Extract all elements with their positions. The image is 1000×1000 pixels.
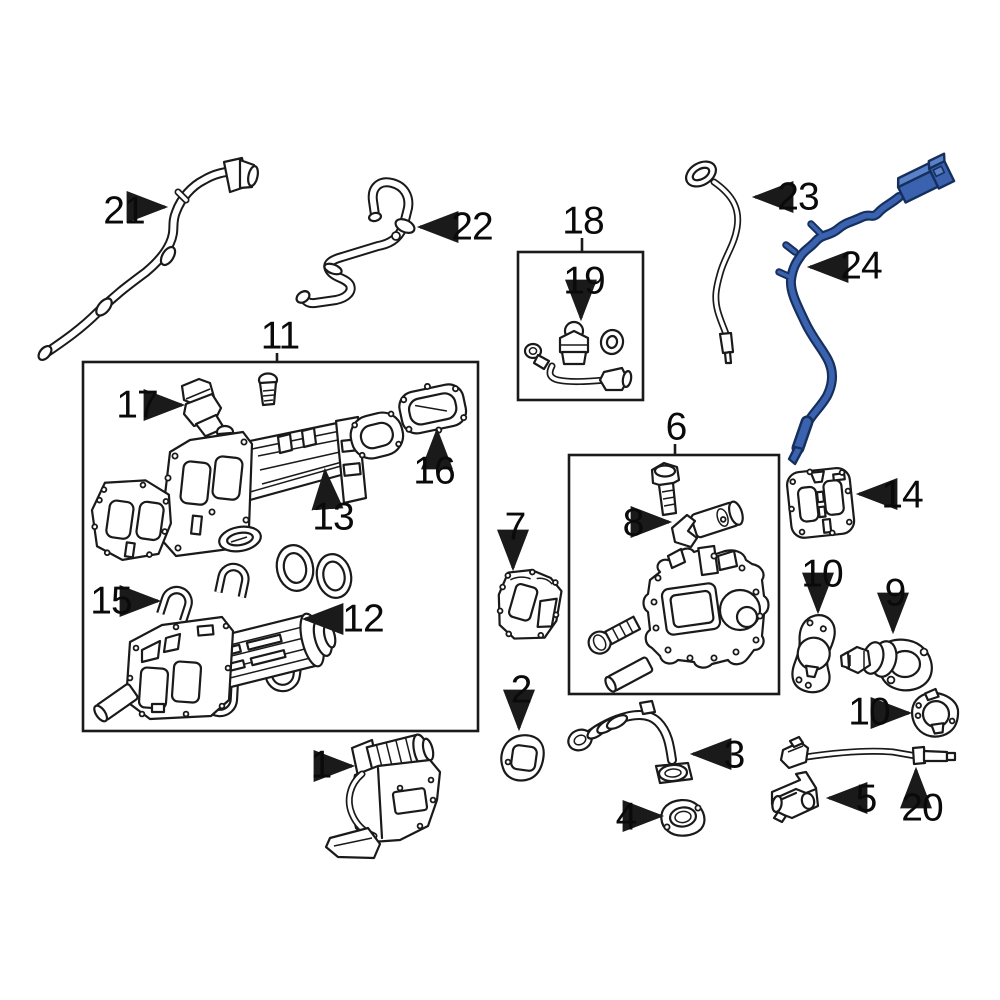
part-20-sensor[interactable] — [779, 735, 957, 770]
dowel-pin — [604, 656, 654, 693]
callout-14[interactable]: 14 — [881, 473, 923, 517]
callout-15[interactable]: 15 — [90, 579, 132, 623]
callout-5[interactable]: 5 — [855, 777, 878, 821]
gasket-4[interactable] — [660, 799, 706, 837]
callout-12[interactable]: 12 — [342, 597, 384, 641]
part-8-valve[interactable] — [670, 500, 745, 549]
callout-1[interactable]: 1 — [310, 743, 333, 787]
gasket-oval[interactable] — [346, 408, 407, 462]
callout-11[interactable]: 11 — [260, 314, 300, 358]
callout-6[interactable]: 6 — [665, 405, 688, 449]
gasket-2[interactable] — [500, 734, 545, 782]
callout-17[interactable]: 17 — [116, 383, 158, 427]
callout-24[interactable]: 24 — [840, 244, 882, 288]
callout-4[interactable]: 4 — [615, 795, 638, 839]
dowel-pin — [93, 683, 139, 723]
gasket-10-upper[interactable] — [790, 612, 838, 694]
callout-7[interactable]: 7 — [504, 505, 527, 549]
part-19-fitting[interactable] — [523, 320, 633, 392]
part-22-hose[interactable] — [294, 177, 416, 309]
callout-8[interactable]: 8 — [622, 501, 645, 545]
part-1-egr-valve[interactable] — [324, 732, 442, 860]
callout-19[interactable]: 19 — [563, 259, 605, 303]
callout-18[interactable]: 18 — [562, 199, 604, 243]
bolt-icon — [587, 615, 642, 655]
callout-13[interactable]: 13 — [312, 495, 354, 539]
arrow-13 — [311, 467, 344, 511]
part-5-bracket[interactable] — [770, 770, 820, 824]
callout-21[interactable]: 21 — [103, 189, 145, 233]
part-9-adapter[interactable] — [839, 638, 933, 692]
part-23-dipstick[interactable] — [682, 156, 742, 365]
callout-20[interactable]: 20 — [901, 786, 943, 830]
callout-10b[interactable]: 10 — [848, 690, 890, 734]
callout-arrows — [119, 181, 932, 832]
part-24-oxygen-sensor-highlighted[interactable] — [775, 152, 957, 466]
callout-22[interactable]: 22 — [451, 205, 493, 249]
callout-23[interactable]: 23 — [777, 175, 819, 219]
part-6-adapter-housing[interactable] — [642, 544, 770, 669]
seal-ring-small — [218, 525, 262, 553]
gasket-14[interactable] — [785, 465, 856, 539]
o-ring — [315, 553, 353, 599]
gasket-10-lower[interactable] — [909, 686, 961, 739]
gasket-16[interactable] — [396, 377, 470, 440]
bolt-icon — [257, 372, 279, 407]
callout-2[interactable]: 2 — [510, 668, 533, 712]
callout-10a[interactable]: 10 — [801, 552, 843, 596]
callout-3[interactable]: 3 — [723, 733, 746, 777]
o-ring — [275, 544, 315, 592]
gasket-7[interactable] — [494, 566, 563, 642]
callout-9[interactable]: 9 — [884, 571, 907, 615]
callout-16[interactable]: 16 — [413, 449, 455, 493]
part-21-hose[interactable] — [36, 156, 259, 362]
part-3-egr-tube[interactable] — [565, 699, 694, 785]
gasket-cooler-left[interactable] — [86, 474, 177, 566]
